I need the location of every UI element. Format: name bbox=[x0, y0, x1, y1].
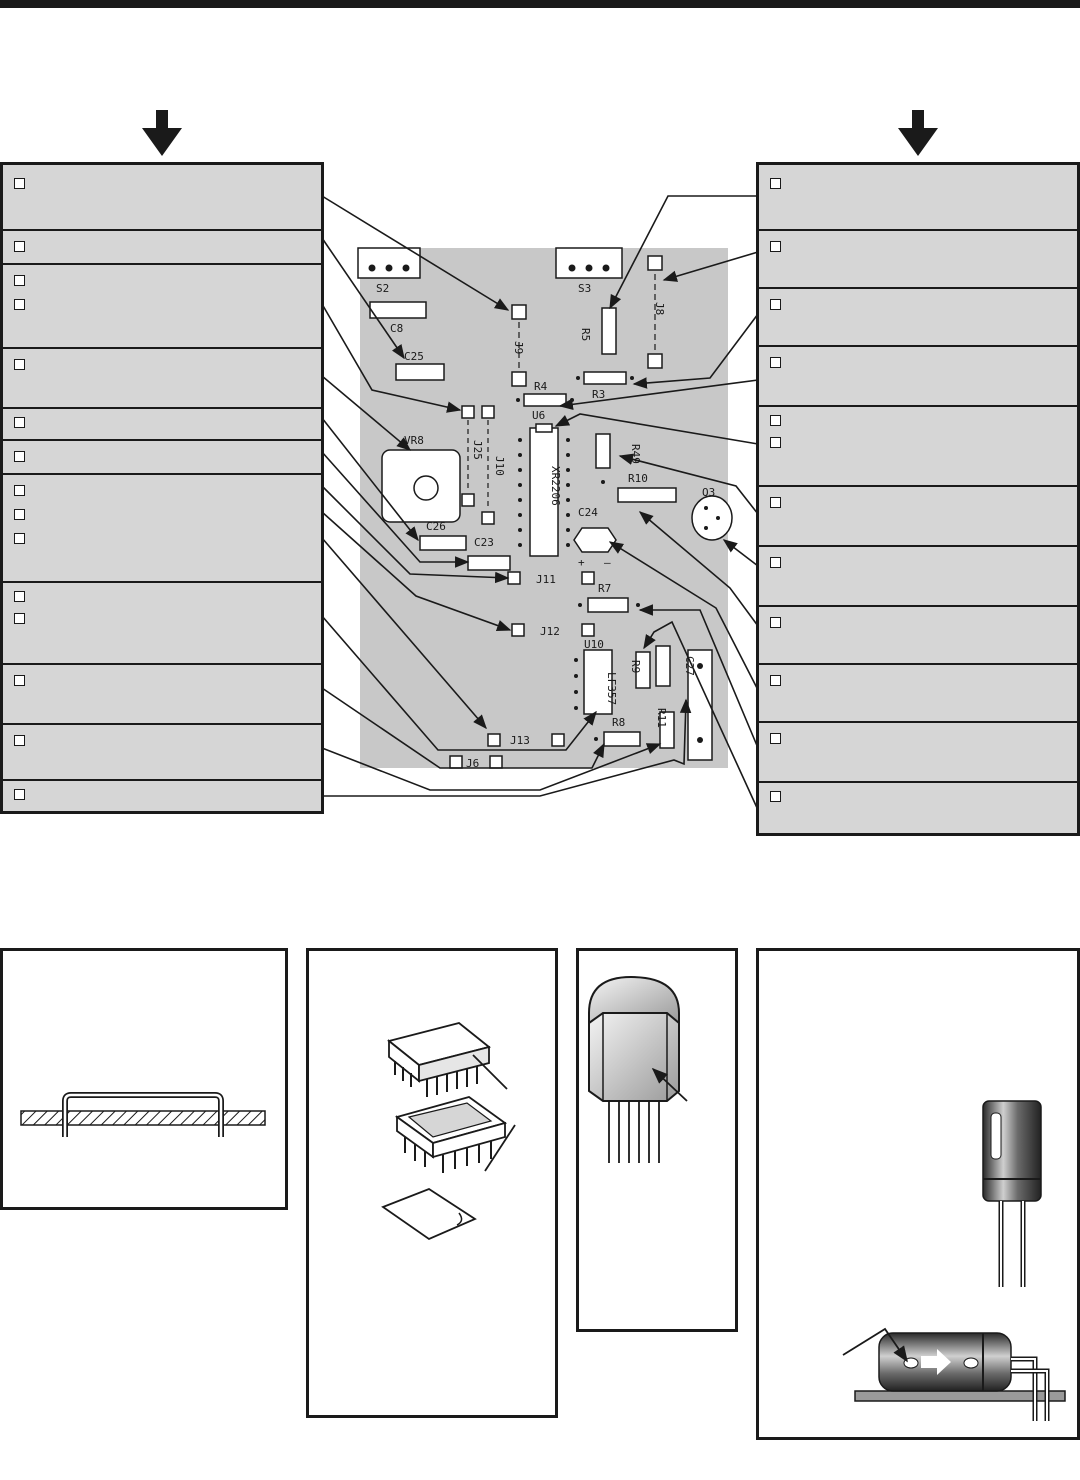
left-row-7 bbox=[3, 475, 321, 583]
checkbox-icon[interactable] bbox=[14, 275, 25, 286]
pcb-label-r8: R8 bbox=[612, 716, 625, 729]
checkbox-icon[interactable] bbox=[770, 733, 781, 744]
pcb-label-r3: R3 bbox=[592, 388, 605, 401]
pcb-label-c25: C25 bbox=[404, 350, 424, 363]
pcb-label-s3: S3 bbox=[578, 282, 591, 295]
left-row-3 bbox=[3, 265, 321, 349]
right-row-9 bbox=[759, 665, 1077, 723]
checkbox-icon[interactable] bbox=[770, 437, 781, 448]
leader-lines-left bbox=[321, 195, 692, 797]
checkbox-icon[interactable] bbox=[770, 617, 781, 628]
pcb-label-u10: U10 bbox=[584, 638, 604, 651]
pcb-label-j11: J11 bbox=[536, 573, 556, 586]
pcb-board: S2 S3 C8 C25 J9 R5 J8 R4 R3 U6 XR2206 R4… bbox=[357, 247, 733, 770]
checkbox-icon[interactable] bbox=[14, 451, 25, 462]
checkbox-icon[interactable] bbox=[770, 497, 781, 508]
checkbox-icon[interactable] bbox=[14, 533, 25, 544]
pcb-label-xr2206: XR2206 bbox=[549, 466, 562, 506]
checkbox-icon[interactable] bbox=[14, 591, 25, 602]
pcb-label-r7: R7 bbox=[598, 582, 611, 595]
left-row-10 bbox=[3, 725, 321, 781]
pcb-label-r11: R11 bbox=[655, 708, 668, 728]
top-rule bbox=[0, 0, 1080, 8]
pcb-label-j8: J8 bbox=[653, 302, 666, 315]
checkbox-icon[interactable] bbox=[14, 613, 25, 624]
checkbox-icon[interactable] bbox=[14, 485, 25, 496]
electrolytic-capacitor-illustration bbox=[842, 1100, 1066, 1421]
down-arrow-icon-left bbox=[142, 110, 182, 156]
checkbox-icon[interactable] bbox=[14, 509, 25, 520]
checkbox-icon[interactable] bbox=[770, 791, 781, 802]
pcb-label-c24: C24 bbox=[578, 506, 598, 519]
checkbox-icon[interactable] bbox=[14, 789, 25, 800]
checkbox-icon[interactable] bbox=[770, 675, 781, 686]
left-row-1 bbox=[3, 165, 321, 231]
checkbox-icon[interactable] bbox=[14, 359, 25, 370]
electrolytic-capacitor-panel bbox=[756, 948, 1080, 1440]
checkbox-icon[interactable] bbox=[770, 299, 781, 310]
right-row-7 bbox=[759, 547, 1077, 607]
pcb-label-c23: C23 bbox=[474, 536, 494, 549]
checkbox-icon[interactable] bbox=[14, 178, 25, 189]
checkbox-icon[interactable] bbox=[770, 557, 781, 568]
pcb-label-s2: S2 bbox=[376, 282, 389, 295]
jumper-wire-illustration bbox=[20, 1092, 266, 1137]
pcb-label-c8: C8 bbox=[390, 322, 403, 335]
pcb-label-minus: – bbox=[604, 556, 611, 569]
pcb-label-r9: R9 bbox=[629, 660, 642, 673]
pcb-label-r4: R4 bbox=[534, 380, 548, 393]
right-row-8 bbox=[759, 607, 1077, 665]
leader-lines-right bbox=[554, 195, 759, 811]
pcb-label-q3: Q3 bbox=[702, 486, 715, 499]
ic-socket-panel bbox=[306, 948, 558, 1418]
checkbox-icon[interactable] bbox=[14, 241, 25, 252]
transistor-panel bbox=[576, 948, 738, 1332]
checkbox-icon[interactable] bbox=[770, 357, 781, 368]
right-row-2 bbox=[759, 231, 1077, 289]
ic-socket-illustration bbox=[381, 1022, 516, 1241]
checkbox-icon[interactable] bbox=[14, 417, 25, 428]
left-row-4 bbox=[3, 349, 321, 409]
right-row-1 bbox=[759, 165, 1077, 231]
pcb-label-c26: C26 bbox=[426, 520, 446, 533]
right-row-6 bbox=[759, 487, 1077, 547]
right-row-10 bbox=[759, 723, 1077, 783]
right-row-11 bbox=[759, 783, 1077, 833]
left-row-11 bbox=[3, 781, 321, 811]
pcb-label-j13: J13 bbox=[510, 734, 530, 747]
left-row-6 bbox=[3, 441, 321, 475]
pcb-label-vr8: VR8 bbox=[404, 434, 424, 447]
pcb-label-c27: C27 bbox=[683, 656, 696, 676]
pcb-label-j12: J12 bbox=[540, 625, 560, 638]
pcb-label-lf357: LF357 bbox=[605, 672, 618, 705]
right-row-5 bbox=[759, 407, 1077, 487]
left-row-8 bbox=[3, 583, 321, 665]
left-checklist bbox=[0, 162, 324, 814]
right-row-4 bbox=[759, 347, 1077, 407]
left-row-2 bbox=[3, 231, 321, 265]
pcb-label-plus: + bbox=[578, 556, 585, 569]
transistor-illustration bbox=[588, 975, 688, 1163]
left-row-9 bbox=[3, 665, 321, 725]
checkbox-icon[interactable] bbox=[14, 299, 25, 310]
checkbox-icon[interactable] bbox=[770, 415, 781, 426]
checkbox-icon[interactable] bbox=[770, 178, 781, 189]
right-row-3 bbox=[759, 289, 1077, 347]
down-arrow-icon-right bbox=[898, 110, 938, 156]
pcb-label-u6: U6 bbox=[532, 409, 545, 422]
jumper-wire-panel bbox=[0, 948, 288, 1210]
checkbox-icon[interactable] bbox=[14, 735, 25, 746]
pcb-label-j25: J25 bbox=[471, 440, 484, 460]
pcb-label-j10: J10 bbox=[493, 456, 506, 476]
right-checklist bbox=[756, 162, 1080, 836]
pcb-label-r10: R10 bbox=[628, 472, 648, 485]
checkbox-icon[interactable] bbox=[14, 675, 25, 686]
left-row-5 bbox=[3, 409, 321, 441]
pcb-label-j6: J6 bbox=[466, 757, 479, 770]
pcb-label-r5: R5 bbox=[579, 328, 592, 341]
checkbox-icon[interactable] bbox=[770, 241, 781, 252]
pcb-label-j9: J9 bbox=[512, 341, 525, 354]
